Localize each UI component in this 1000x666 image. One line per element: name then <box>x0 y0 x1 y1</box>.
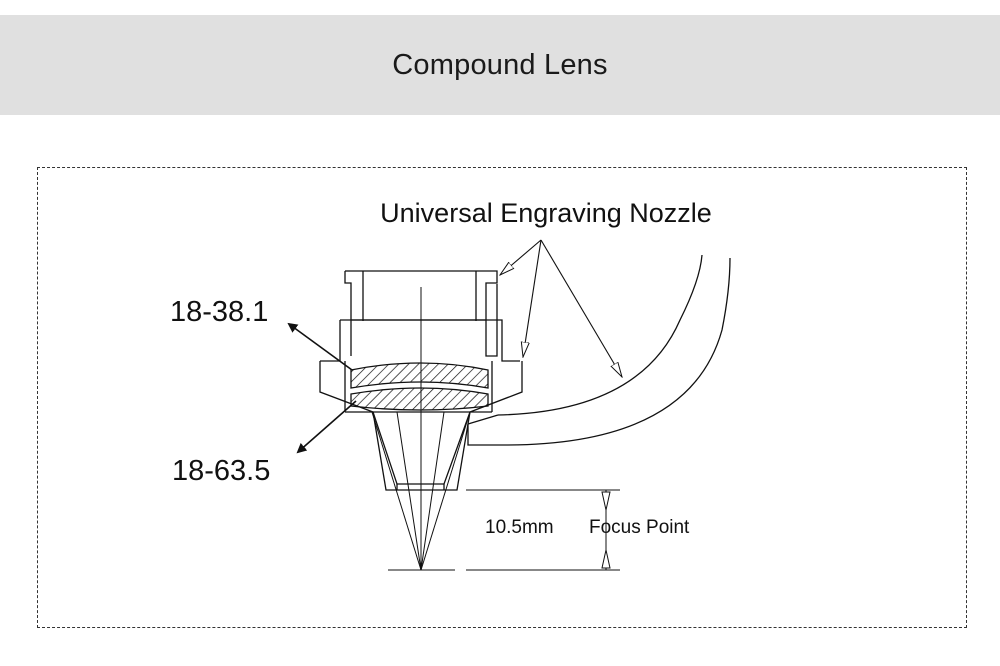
arrow-18-63-5 <box>296 400 357 454</box>
nozzle-pointers <box>500 239 622 377</box>
lens-bottom-label: 18-63.5 <box>172 455 270 487</box>
header-bar: Compound Lens <box>0 15 1000 115</box>
focus-dimension <box>388 489 620 571</box>
distance-label: 10.5mm <box>485 517 554 538</box>
lens-top-label: 18-38.1 <box>170 296 268 328</box>
lens-arrows <box>287 322 357 454</box>
arrow-18-38-1 <box>287 322 353 371</box>
lens-18-38-1 <box>350 362 489 389</box>
focus-point-label: Focus Point <box>589 517 690 538</box>
page-title: Compound Lens <box>392 48 608 81</box>
lens-stack <box>350 362 489 411</box>
laser-beam <box>371 287 471 571</box>
nozzle-label: Universal Engraving Nozzle <box>380 198 712 228</box>
air-tube <box>467 254 731 446</box>
lens-18-63-5 <box>350 387 489 411</box>
diagram-frame <box>37 167 967 628</box>
